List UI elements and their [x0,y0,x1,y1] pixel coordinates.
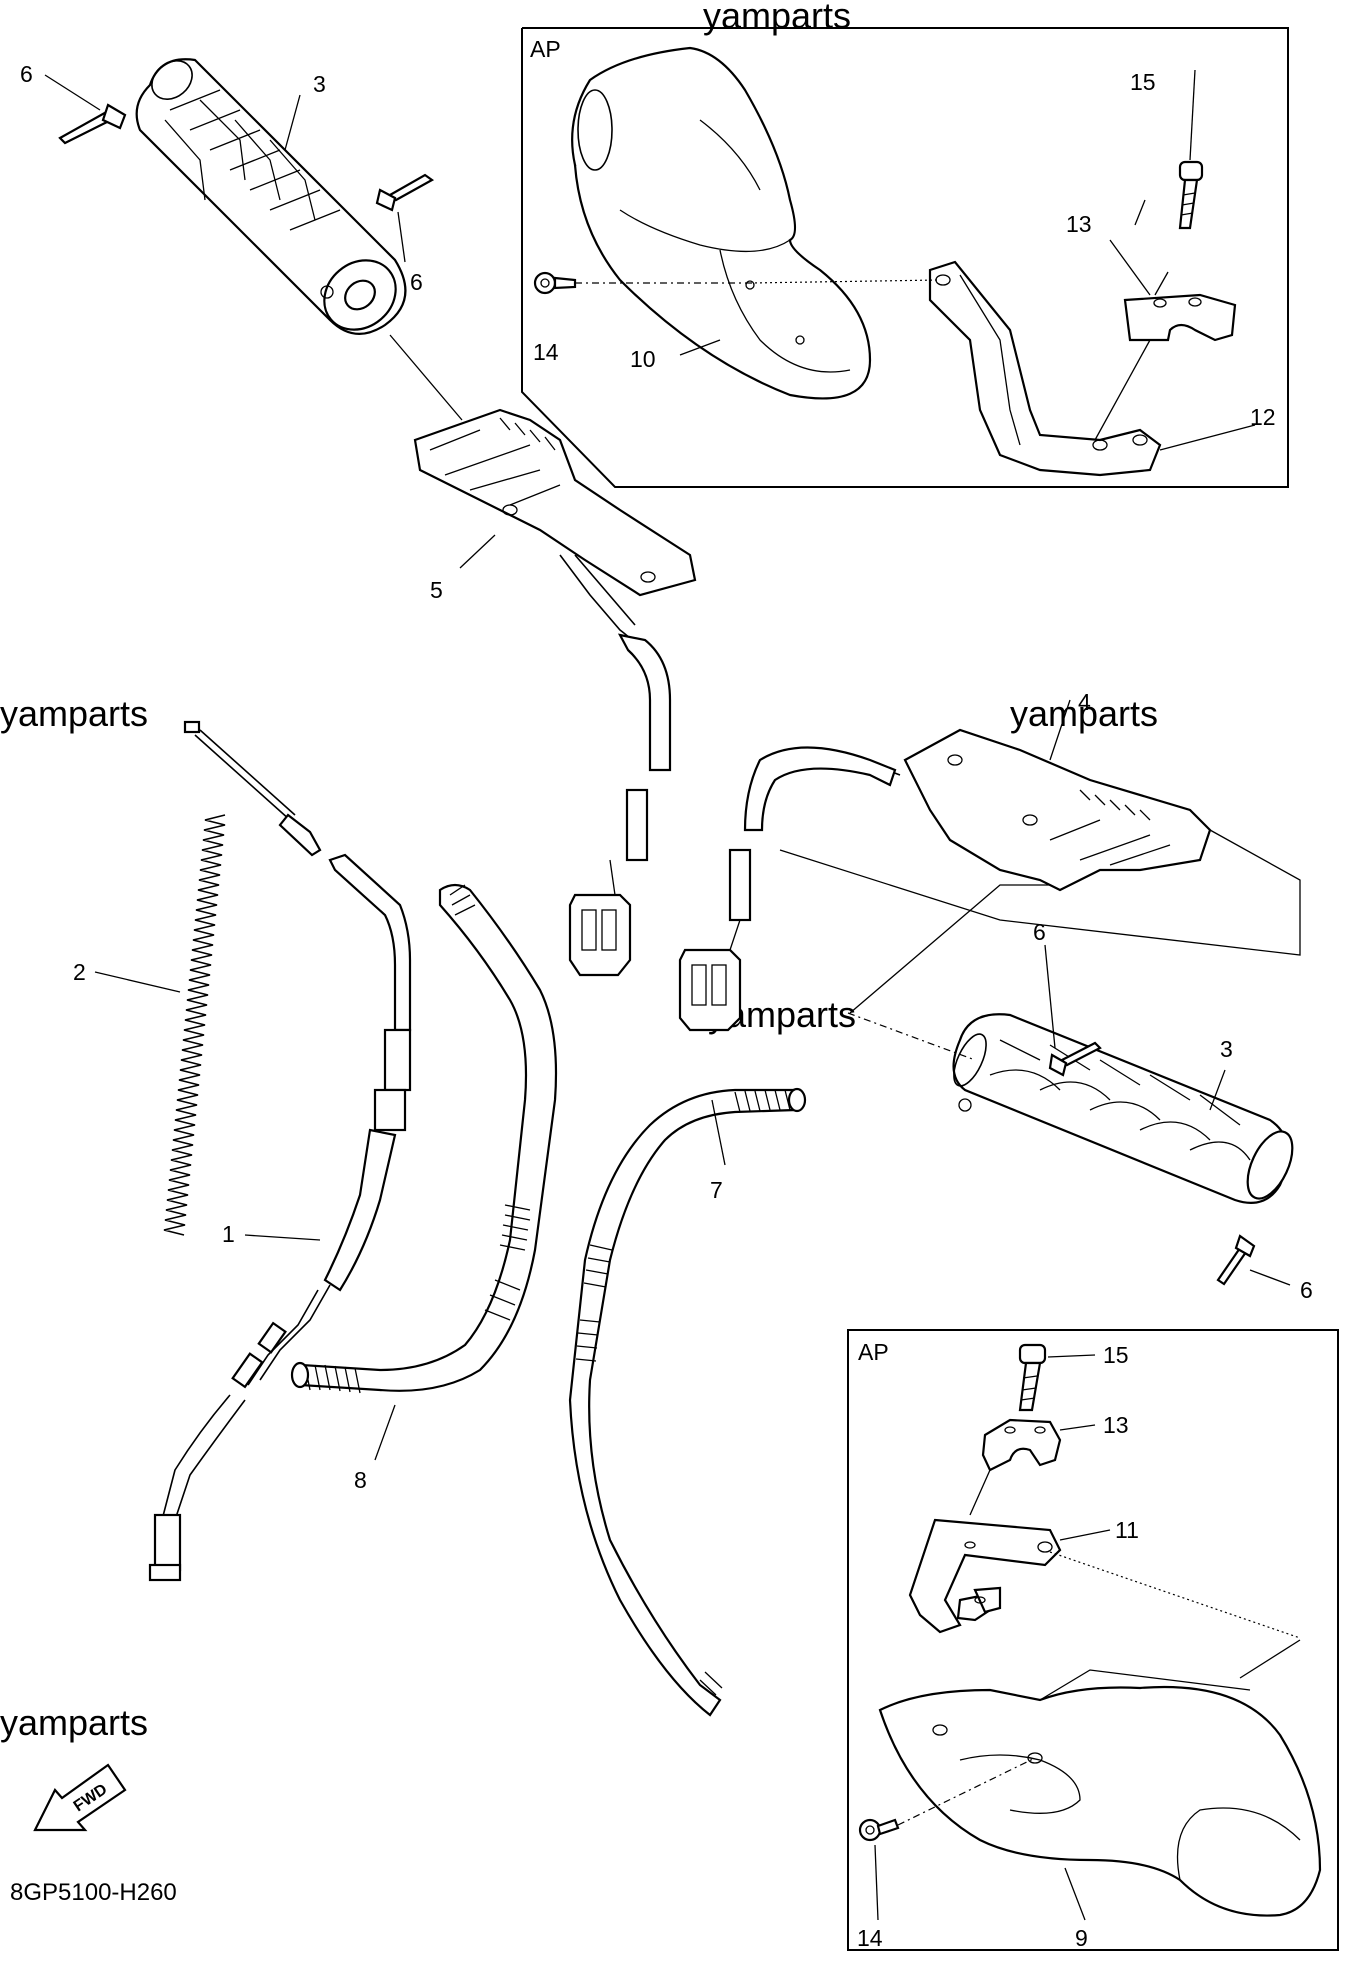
callout-13: 13 [1066,211,1092,237]
clamp-bottom [981,1418,1062,1472]
callout-6: 6 [1033,919,1046,945]
callout-10: 10 [630,346,656,372]
bolt-15-top [1178,160,1204,230]
callout-14: 14 [533,339,559,365]
callout-12: 12 [1250,404,1276,430]
grip-left [135,58,407,335]
hand-guard-right [571,46,872,400]
pin-6-c [1048,1041,1102,1077]
spring [163,814,226,1236]
callout-6: 6 [1300,1277,1313,1303]
pin-6-a [58,103,127,145]
callout-6: 6 [410,269,423,295]
hose-8 [290,883,558,1394]
callout-13: 13 [1103,1412,1129,1438]
ap-label: AP [858,1339,889,1365]
diagram-code: 8GP5100-H260 [10,1879,177,1906]
callout-4: 4 [1078,689,1091,715]
accessory-box-bottom: AP 15 13 11 [847,1329,1339,1951]
pin-6-d [1216,1234,1256,1286]
ap-label: AP [530,36,561,62]
callout-9: 9 [1075,1925,1088,1951]
watermark: yamparts [703,0,851,36]
fwd-arrow-icon: FWD [33,1763,127,1832]
callout-3: 3 [313,71,326,97]
callout-2: 2 [73,959,86,985]
callout-11: 11 [1115,1517,1139,1543]
guard-bracket-right [928,260,1162,477]
hand-guard-left [878,1669,1322,1917]
screw-14-bottom [858,1818,900,1842]
callout-15: 15 [1103,1342,1129,1368]
callout-8: 8 [354,1467,367,1493]
hose-7 [568,1087,807,1717]
grip-heater-right [678,699,1301,1032]
pin-6-b [375,173,435,212]
callout-3: 3 [1220,1036,1233,1062]
screw-14-top [533,271,577,295]
watermark: yamparts [1010,693,1158,734]
callout-15: 15 [1130,69,1156,95]
watermark: yamparts [0,1702,148,1743]
bolt-15-bottom [1018,1343,1047,1412]
guard-bracket-left [908,1518,1062,1634]
grip-right [847,884,1294,1204]
callout-6: 6 [20,61,33,87]
accessory-box-top: AP [521,27,1289,488]
callout-14: 14 [857,1925,883,1951]
clamp-top [1123,293,1237,342]
grip-heater-left [389,334,697,977]
callout-7: 7 [710,1177,723,1203]
watermark: yamparts [0,693,148,734]
throttle-cable [148,720,412,1582]
callout-1: 1 [222,1221,235,1247]
callout-5: 5 [430,577,443,603]
